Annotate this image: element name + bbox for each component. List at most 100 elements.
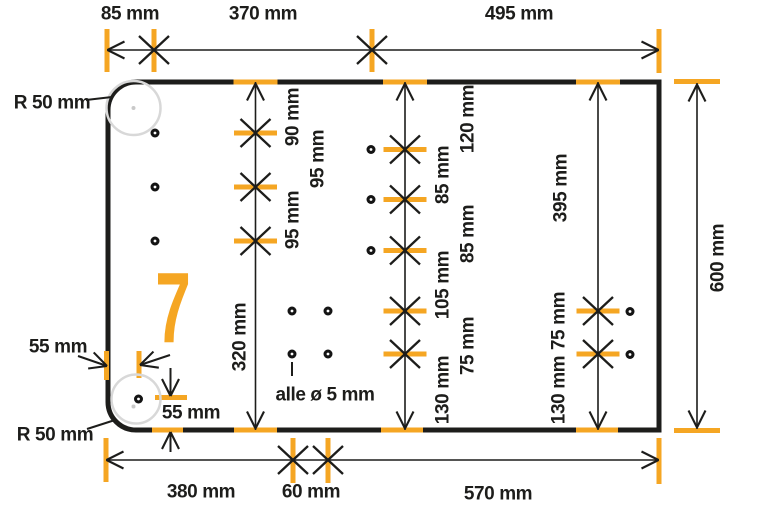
leader-arrowhead (169, 431, 180, 450)
drill-hole-center (153, 185, 157, 189)
dimension-label: 90 mm (283, 88, 304, 146)
cross-mark (582, 296, 614, 326)
orange-tick (155, 395, 187, 400)
orange-tick (576, 427, 618, 433)
dimension-label: alle ø 5 mm (275, 385, 374, 406)
drill-hole-center (628, 310, 632, 313)
arrowhead (404, 411, 415, 429)
dimension-label: 570 mm (464, 484, 532, 505)
dimension-label: 75 mm (458, 317, 479, 375)
arrowhead (641, 450, 659, 461)
arrowhead (395, 83, 406, 101)
arrowhead (404, 83, 415, 101)
arrowhead (597, 411, 608, 429)
drill-hole-center (326, 309, 330, 313)
cross-mark (312, 445, 344, 475)
circle-center-dot (131, 404, 136, 409)
cross-mark (389, 339, 421, 369)
dimension-label: 120 mm (458, 85, 479, 153)
arrowhead (107, 40, 125, 51)
orange-tick (656, 29, 662, 73)
drill-hole-center (369, 249, 373, 252)
cross-mark (239, 226, 272, 256)
drill-hole-center (153, 131, 157, 135)
cross-mark (239, 118, 272, 148)
arrowhead (641, 40, 659, 51)
orange-tick (152, 427, 183, 433)
cross-mark (389, 235, 421, 266)
leader-line (86, 419, 116, 430)
arrowhead (254, 411, 265, 429)
cross-mark (356, 35, 388, 65)
dimension-label: 75 mm (549, 292, 570, 350)
cross-mark (389, 134, 421, 165)
dimension-label: 130 mm (549, 356, 570, 424)
step-number: 7 (155, 251, 191, 363)
orange-tick (136, 351, 142, 378)
dimension-label: 105 mm (433, 251, 454, 319)
leader-arrowhead (92, 351, 108, 367)
drill-hole-center (628, 353, 632, 356)
leader-arrowhead (139, 350, 155, 366)
dimension-label: 380 mm (167, 482, 235, 503)
arrowhead (246, 83, 257, 101)
orange-tick (656, 438, 662, 484)
dimension-label: R 50 mm (14, 93, 90, 114)
leader-arrowhead (88, 364, 108, 370)
orange-tick (674, 428, 720, 433)
dimension-label: 320 mm (230, 303, 251, 371)
drill-hole-center (326, 352, 330, 356)
dimension-label: R 50 mm (17, 425, 93, 446)
arrowhead (254, 83, 265, 101)
drill-hole-center (369, 148, 373, 151)
orange-tick (381, 427, 423, 433)
dimension-label: 370 mm (229, 4, 297, 25)
corner-radius-circle (110, 373, 162, 425)
dimension-label: 395 mm (551, 154, 572, 222)
dimension-label: 95 mm (283, 191, 304, 249)
arrowhead (687, 410, 698, 428)
cross-mark (389, 296, 421, 326)
arrowhead (246, 411, 257, 429)
drill-hole-center (290, 352, 294, 356)
arrowhead (106, 450, 124, 461)
cross-mark (582, 339, 614, 369)
dimension-label: 60 mm (282, 482, 340, 503)
arrowhead (588, 83, 599, 101)
cross-mark (138, 35, 170, 65)
leader-arrowhead (161, 431, 172, 450)
dimension-label: 95 mm (308, 130, 329, 188)
leader-arrow-stem (77, 355, 108, 367)
dimension-label: 85 mm (433, 146, 454, 204)
cross-mark (277, 445, 309, 475)
dimension-label: 600 mm (708, 224, 729, 292)
arrowhead (641, 49, 659, 60)
arrowhead (696, 410, 707, 428)
drill-hole-center (369, 198, 373, 201)
leader-line (85, 96, 113, 101)
cross-mark (389, 184, 421, 215)
arrowhead (106, 459, 124, 470)
dimension-label: 130 mm (433, 356, 454, 424)
plate-outline (105, 79, 662, 433)
arrowhead (395, 411, 406, 429)
arrowhead (107, 49, 125, 60)
leader-arrowhead (161, 378, 172, 397)
circle-center-dot (131, 106, 136, 110)
dimension-label: 55 mm (162, 403, 220, 424)
orange-tick (674, 79, 720, 84)
arrowhead (687, 84, 698, 102)
leader-arrowhead (169, 378, 180, 397)
corner-radius-circle (105, 79, 162, 137)
cross-mark (239, 172, 272, 202)
leader-arrowhead (139, 363, 159, 369)
arrowhead (696, 84, 707, 102)
dimension-label: 495 mm (485, 4, 553, 25)
drill-hole-center (290, 309, 294, 313)
leader-arrow-stem (139, 354, 171, 366)
dimension-label: 85 mm (101, 4, 159, 25)
arrowhead (588, 411, 599, 429)
drill-hole-center (137, 397, 140, 401)
